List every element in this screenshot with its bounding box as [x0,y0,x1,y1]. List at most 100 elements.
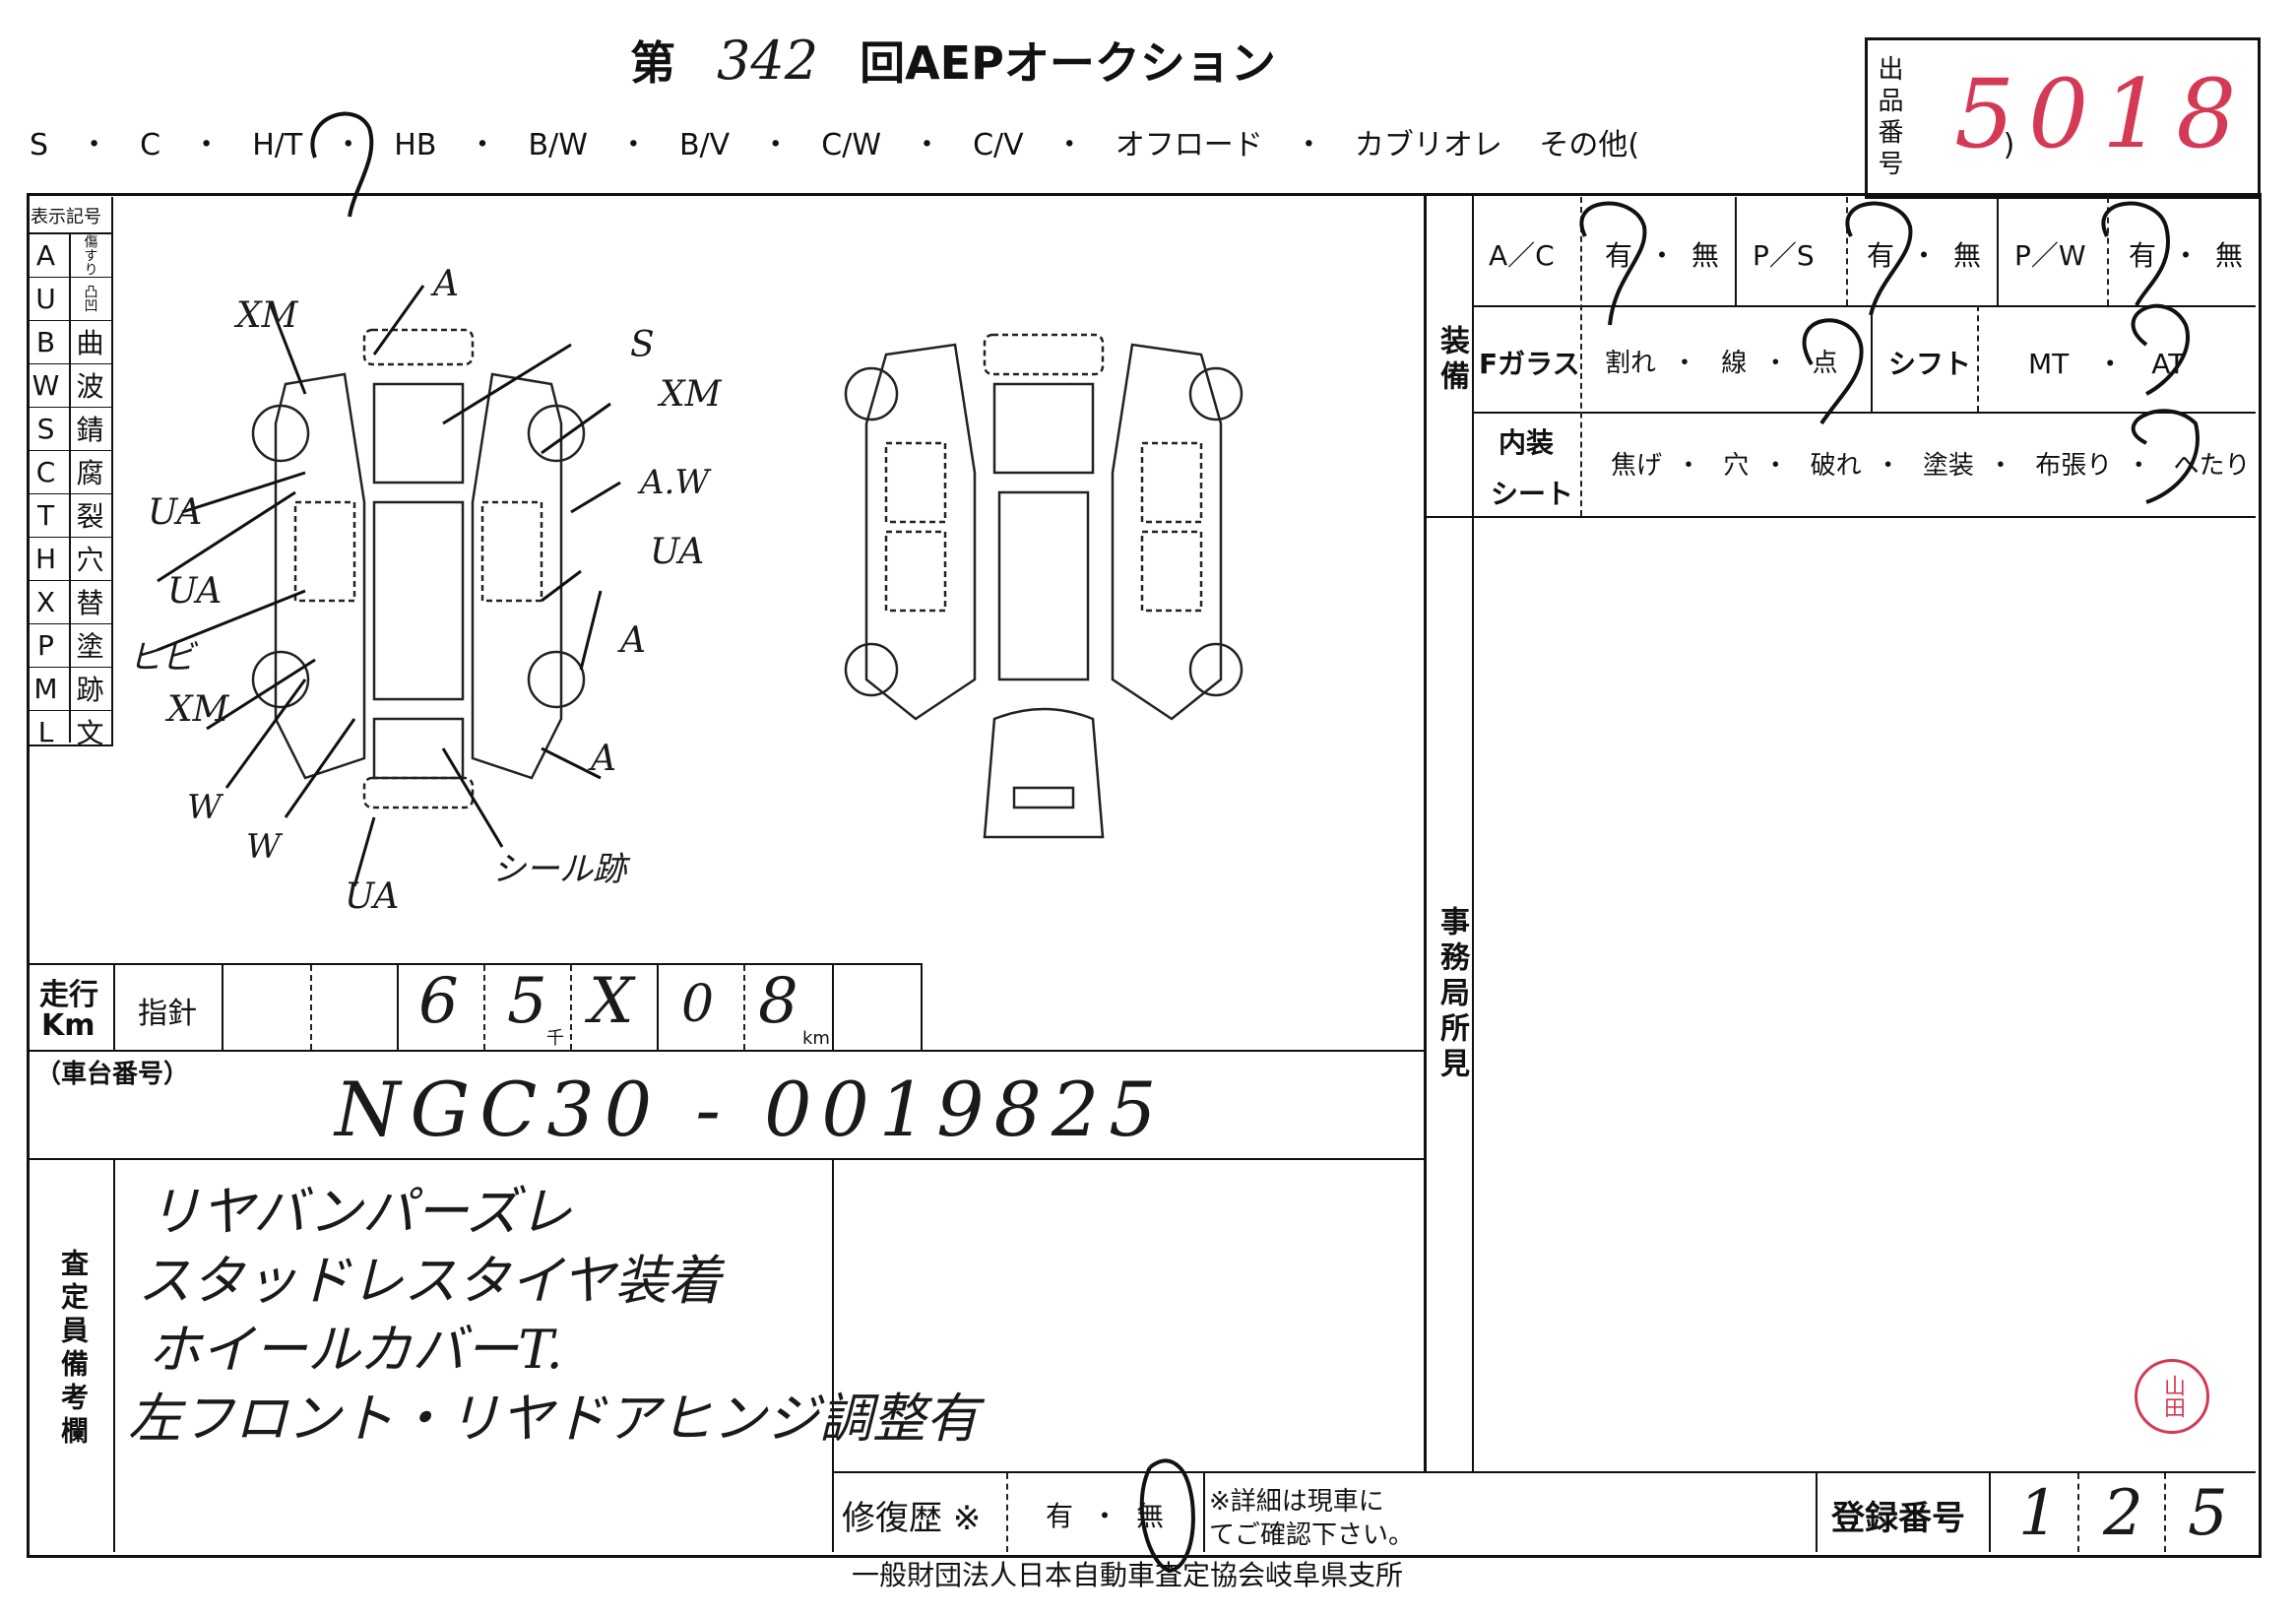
damage-mark: W [187,788,222,827]
legend-code: U [35,282,56,315]
glass-line[interactable]: 線 [1721,349,1748,378]
interior-cloth[interactable]: 布張り [2035,451,2113,481]
ps-no[interactable]: 無 [1953,239,1982,272]
odometer-thousand-unit: 千 [546,1028,564,1049]
repair-history-label: 修復歴 ※ [842,1499,982,1538]
damage-mark: UA [167,571,223,612]
ac-no[interactable]: 無 [1691,239,1720,272]
damage-mark: XM [236,295,298,336]
pw-yes[interactable]: 有 [2129,239,2157,272]
damage-mark: XM [660,374,722,415]
damage-mark: A [620,620,646,661]
lot-number-box [1865,37,2261,199]
title-prefix: 第 [630,36,675,90]
body-type-selected[interactable]: HB [394,128,437,162]
ps-label: P／S [1753,239,1815,272]
odometer-digit: 5 [507,965,547,1038]
odometer-digit: 8 [758,965,798,1038]
seat-label: シート [1491,478,1574,510]
odometer-label-bottom: Km [41,1008,96,1043]
damage-mark: XM [167,689,229,730]
interior-paint[interactable]: 塗装 [1922,451,1974,481]
legend-code: L [37,715,54,748]
legend-meaning: 錆 [76,414,104,446]
body-type[interactable]: B/V [678,128,731,162]
ps-options: 有・無 [1867,239,1982,272]
glass-dot[interactable]: 点 [1812,349,1838,378]
body-type-row: S ・ C ・ H/T ・ HB ・ B/W ・ B/V ・ C/W ・ C/V… [30,128,2015,162]
repair-yes[interactable]: 有 [1046,1500,1074,1532]
registration-digit: 5 [2188,1477,2228,1550]
body-type[interactable]: H/T [252,128,303,162]
interior-label: 内装 [1499,426,1555,459]
legend-meaning: 穴 [76,544,104,576]
legend-code: P [37,628,54,662]
body-type[interactable]: C [140,128,161,162]
body-type[interactable]: C/W [821,128,881,162]
interior-tear[interactable]: 破れ [1810,451,1862,481]
legend-meaning: 曲 [76,327,104,359]
damage-mark: UA [650,532,705,572]
title: 第 342 回AEPオークション [630,28,1276,93]
legend-code: S [36,412,55,445]
interior-options: 焦げ・ 穴・ 破れ・ 塗装・ 布張り・ へたり [1611,451,2251,481]
chassis-label: （車台番号） [35,1060,190,1089]
legend-meaning: 凸凹 [82,285,98,312]
legend-code: M [33,672,58,705]
damage-mark: シール跡 [492,850,626,889]
odometer-indicator-label: 指針 [138,997,197,1031]
odometer-digit: X [589,965,634,1038]
ac-label: A／C [1489,239,1555,272]
session-number: 342 [717,30,819,92]
shift-label: シフト [1888,348,1972,380]
glass-crack[interactable]: 割れ [1605,349,1657,378]
inspector-seal-stamp: 山田 [2135,1359,2209,1434]
damage-mark: ヒビ [128,638,195,678]
lot-number-label: 出品番号 [1874,55,1903,181]
glass-label: Fガラス [1479,348,1580,380]
body-type[interactable]: オフロード [1115,128,1263,162]
odometer-digit: 6 [418,965,459,1038]
legend-meaning: 傷すり [82,234,98,276]
legend-code: T [36,498,55,532]
damage-mark: S [630,325,655,365]
legend-meaning: 替 [76,587,104,619]
ac-options: 有・無 [1605,239,1720,272]
odometer-digit: 0 [681,975,715,1034]
interior-hole[interactable]: 穴 [1723,451,1750,481]
body-type-other-close: ) [2003,128,2015,162]
legend-meaning: 跡 [76,674,104,706]
shift-mt[interactable]: MT [2028,348,2070,380]
legend-code: W [32,368,60,402]
body-type[interactable]: C/V [973,128,1024,162]
car-diagram-interior [844,333,1244,839]
inspector-note: リヤバンパーズレ [148,1181,572,1243]
legend-meaning: 文 [76,717,104,749]
legend-meaning: 波 [76,370,104,403]
pw-no[interactable]: 無 [2215,239,2244,272]
inspector-note: スタッドレスタイヤ装着 [138,1250,722,1312]
body-type-other[interactable]: その他( [1539,128,1640,162]
damage-mark: A.W [640,463,710,502]
repair-note-line1: ※詳細は現車に [1209,1487,1384,1517]
ps-yes[interactable]: 有 [1867,239,1895,272]
damage-lines [157,285,621,887]
lot-number-value: 5018 [1954,59,2251,169]
odometer-km-unit: km [802,1028,830,1049]
body-type[interactable]: カブリオレ [1354,128,1502,162]
main-frame [27,193,2262,1558]
glass-options: 割れ・ 線・ 点 [1605,349,1838,378]
body-type[interactable]: S [30,128,49,162]
inspector-notes-label: 査定員備考欄 [57,1249,90,1450]
legend-meaning: 塗 [76,630,104,663]
legend-code: X [35,585,56,618]
seal-text: 山田 [2160,1375,2185,1418]
equipment-section-label: 装備 [1435,325,1469,396]
pw-label: P／W [2014,239,2086,272]
legend-meaning: 腐 [76,457,104,489]
body-type[interactable]: B/W [528,128,588,162]
ac-yes[interactable]: 有 [1605,239,1633,272]
interior-burn[interactable]: 焦げ [1611,451,1663,481]
inspector-note: 左フロント・リヤドアヒンジ調整有 [128,1388,979,1450]
